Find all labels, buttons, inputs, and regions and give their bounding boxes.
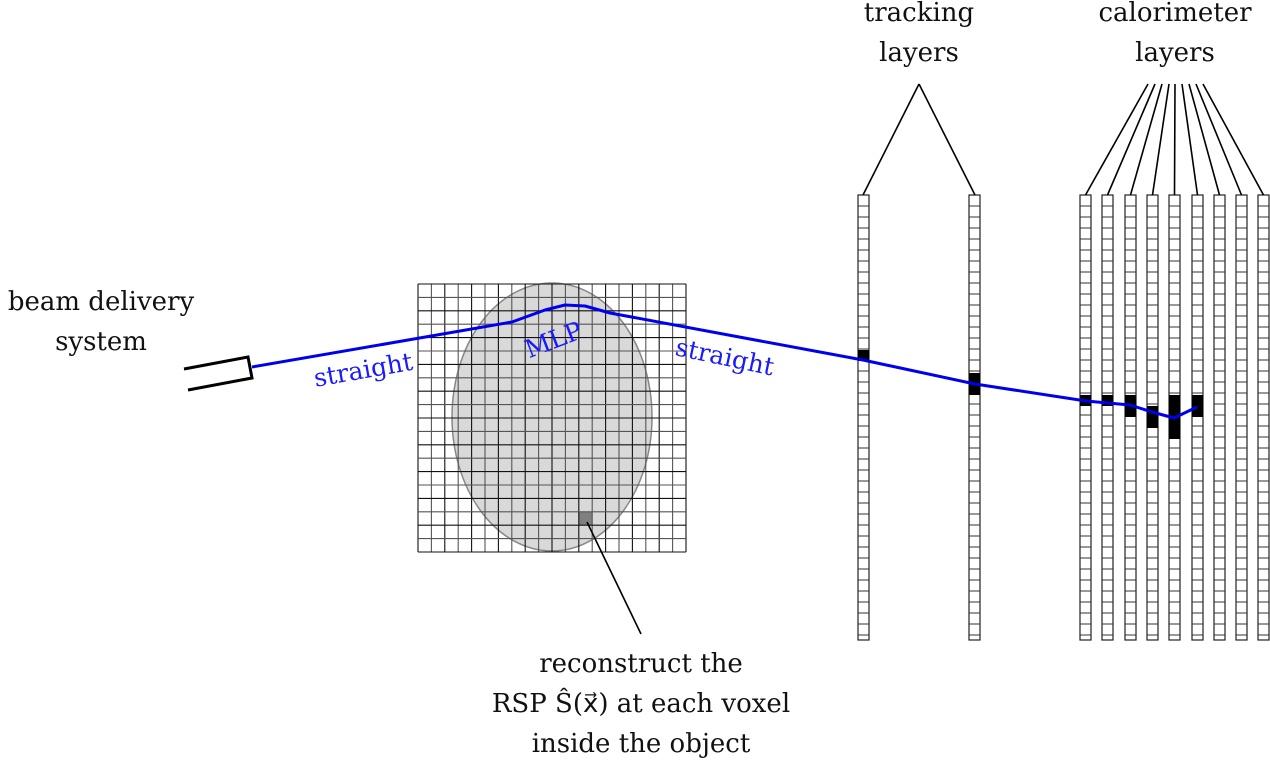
recon-label-line3: inside the object — [531, 729, 751, 759]
voxel-pointer-line — [586, 521, 642, 635]
calorimeter-label-line2: layers — [1135, 38, 1215, 68]
voxel-grid — [417, 283, 687, 553]
detector-strip — [1235, 194, 1248, 641]
hit-cell — [1147, 406, 1158, 428]
proton-path — [251, 303, 1198, 420]
detector-strip — [1124, 194, 1137, 641]
recon-label-line1: reconstruct the — [539, 649, 743, 679]
beam-label-line1: beam delivery — [7, 287, 195, 317]
tracking-leader-lines — [862, 83, 976, 196]
detector-strip — [1191, 194, 1204, 641]
recon-label-line2: RSP Ŝ(x⃗) at each voxel — [491, 689, 791, 719]
calorimeter-leader-lines — [1084, 83, 1265, 196]
beam-nozzle-icon — [183, 355, 254, 392]
hit-cell — [858, 350, 869, 361]
tracking-layers — [857, 194, 981, 641]
detector-strip — [1101, 194, 1114, 641]
detector-strip — [968, 194, 981, 641]
beam-label-line2: system — [55, 327, 147, 357]
detector-strip — [857, 194, 870, 641]
detector-strip — [1257, 194, 1270, 641]
calorimeter-label-line1: calorimeter — [1098, 0, 1252, 28]
tracking-label-line2: layers — [879, 38, 959, 68]
tracking-label-line1: tracking — [863, 0, 975, 28]
highlighted-voxel — [578, 511, 593, 526]
hit-cell — [1102, 395, 1113, 406]
detector-strip — [1213, 194, 1226, 641]
hit-cell — [1192, 395, 1203, 417]
detector-strip — [1079, 194, 1092, 641]
